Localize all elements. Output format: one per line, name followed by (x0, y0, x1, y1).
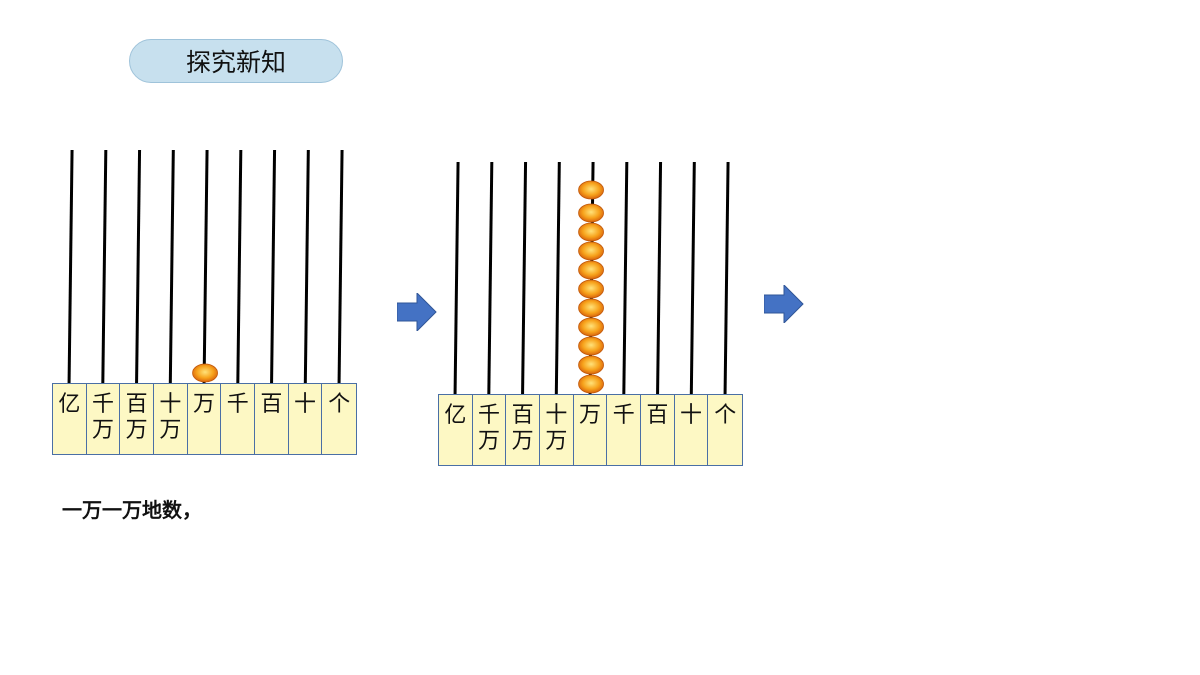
place-value-row: 亿千万百万十万万千百十个 (438, 394, 743, 466)
abacus-rods (67, 149, 344, 384)
abacus-rods (453, 161, 730, 395)
place-label: 千 (607, 395, 642, 465)
place-label: 百 (255, 384, 289, 454)
abacus-rod (487, 161, 494, 395)
place-label: 万 (574, 395, 608, 465)
place-label: 十 (289, 384, 323, 454)
abacus-bead (578, 260, 604, 280)
place-label: 百万 (120, 384, 155, 454)
abacus-bead (578, 336, 604, 356)
place-value-row: 亿千万百万十万万千百十个 (52, 383, 357, 455)
abacus-bead (578, 279, 604, 299)
abacus-bead (192, 363, 218, 383)
caption-text: 一万一万地数， (62, 498, 202, 522)
abacus-bead (578, 298, 604, 318)
place-label: 百万 (506, 395, 541, 465)
abacus-rod (236, 149, 243, 384)
abacus-rod (723, 161, 730, 395)
place-label: 千万 (473, 395, 507, 465)
abacus-left: 亿千万百万十万万千百十个 (52, 149, 357, 455)
abacus-rod (135, 149, 142, 384)
place-label: 亿 (53, 384, 87, 454)
place-label: 万 (188, 384, 222, 454)
abacus-rod (270, 149, 277, 384)
abacus-rod (453, 161, 460, 395)
abacus-bead (578, 374, 604, 394)
abacus-bead (578, 355, 604, 375)
abacus-rod (168, 149, 175, 384)
abacus-bead (578, 317, 604, 337)
place-label: 个 (328, 392, 351, 417)
abacus-bead (578, 222, 604, 242)
abacus-rod (622, 161, 629, 395)
right-arrow-icon (397, 293, 437, 331)
abacus-rod (101, 149, 108, 384)
abacus-bead (578, 180, 604, 200)
place-label: 十 (675, 395, 709, 465)
abacus-bead (578, 241, 604, 261)
abacus-bead (578, 203, 604, 223)
place-label: 十万 (540, 395, 574, 465)
section-title: 探究新知 (129, 39, 343, 83)
place-label: 千万 (87, 384, 121, 454)
place-label: 十万 (154, 384, 188, 454)
abacus-rod (656, 161, 663, 395)
right-arrow-icon (764, 285, 804, 323)
abacus-rod (554, 161, 561, 395)
abacus-rod (202, 149, 209, 384)
place-label: 亿 (439, 395, 473, 465)
abacus-rod (689, 161, 696, 395)
place-label: 百 (641, 395, 675, 465)
abacus-rod (521, 161, 528, 395)
place-label: 个 (714, 403, 737, 428)
place-label: 千 (221, 384, 256, 454)
abacus-rod (337, 149, 344, 384)
abacus-rod (67, 149, 74, 384)
abacus-right: 亿千万百万十万万千百十个 (438, 161, 743, 467)
abacus-rod (303, 149, 310, 384)
